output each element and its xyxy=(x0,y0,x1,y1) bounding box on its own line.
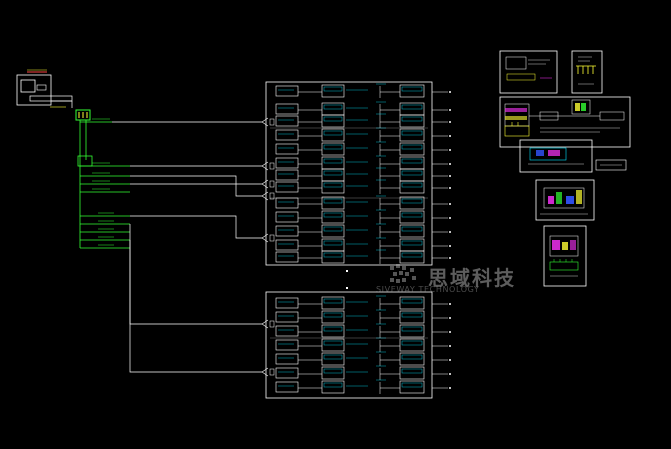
device-row xyxy=(275,365,425,380)
device-row xyxy=(275,127,425,142)
panel-inlet xyxy=(261,161,275,171)
device-row xyxy=(275,209,425,224)
device-row xyxy=(275,309,425,324)
device-row xyxy=(275,155,425,170)
panel-separator-marks xyxy=(346,270,348,289)
feeder-lines xyxy=(112,121,262,373)
detail-sheet-d xyxy=(519,139,627,173)
device-row xyxy=(275,179,425,194)
device-rows xyxy=(261,83,428,394)
upper-system-panel xyxy=(265,81,433,266)
trunk-bus xyxy=(77,120,130,249)
panel-inlet xyxy=(261,233,275,243)
device-row xyxy=(275,295,425,310)
device-row xyxy=(275,249,425,264)
detail-sheet-b xyxy=(571,50,603,94)
head-end-equipment xyxy=(16,69,73,108)
detail-sheet-a xyxy=(499,50,558,94)
panel-inlet xyxy=(261,179,275,189)
panel-inlet xyxy=(261,191,275,201)
detail-sheet-c xyxy=(499,96,631,148)
panel-inlet xyxy=(261,117,275,127)
device-row xyxy=(275,337,425,352)
panel-inlet xyxy=(261,319,275,329)
device-row xyxy=(275,83,425,98)
device-row xyxy=(275,223,425,238)
outlet-ticks xyxy=(432,91,451,389)
device-row xyxy=(275,323,425,338)
device-row xyxy=(275,141,425,156)
trunk-labels xyxy=(92,118,114,246)
device-row xyxy=(275,195,425,210)
main-switch xyxy=(75,109,91,121)
detail-sheet-f xyxy=(543,225,587,287)
panel-inlet xyxy=(261,367,275,377)
device-row xyxy=(275,351,425,366)
device-row xyxy=(275,379,425,394)
detail-sheet-e xyxy=(535,179,595,221)
device-row xyxy=(275,113,425,128)
lower-system-panel xyxy=(265,291,433,399)
